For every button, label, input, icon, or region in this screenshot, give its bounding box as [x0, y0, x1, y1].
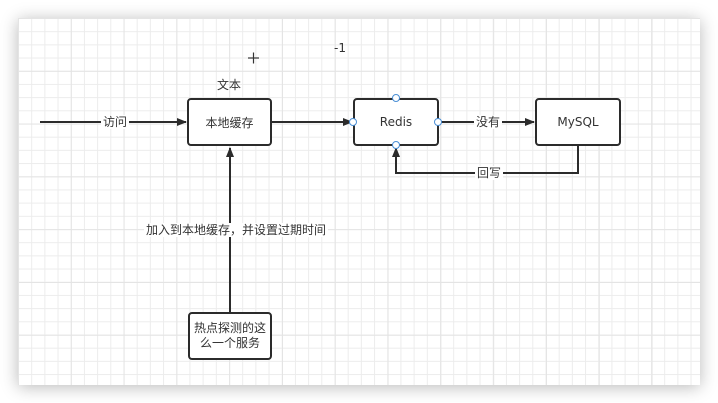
edge-label-access[interactable]: 访问 [101, 115, 130, 129]
text-label[interactable]: 文本 [217, 78, 242, 92]
redis-handle-left[interactable] [349, 118, 357, 126]
text-minus-one[interactable]: -1 [334, 41, 346, 55]
node-local-cache[interactable]: 本地缓存 [187, 98, 272, 146]
node-hotspot-service-label: 热点探测的这么一个服务 [194, 321, 267, 350]
node-mysql-label: MySQL [557, 115, 599, 129]
edge-label-add-to-local-cache[interactable]: 加入到本地缓存，并设置过期时间 [144, 223, 329, 237]
node-redis[interactable]: Redis [353, 98, 439, 146]
edge-label-write-back[interactable]: 回写 [475, 166, 504, 180]
diagram-canvas[interactable] [18, 18, 700, 385]
redis-handle-bottom[interactable] [392, 141, 400, 149]
crosshair-cursor-icon [248, 52, 259, 64]
redis-handle-top[interactable] [392, 94, 400, 102]
node-redis-label: Redis [379, 115, 413, 129]
edge-label-not-found[interactable]: 没有 [474, 115, 503, 129]
node-local-cache-label: 本地缓存 [205, 115, 254, 130]
redis-handle-right[interactable] [434, 118, 442, 126]
node-mysql[interactable]: MySQL [535, 98, 621, 146]
node-hotspot-service[interactable]: 热点探测的这么一个服务 [188, 312, 272, 360]
